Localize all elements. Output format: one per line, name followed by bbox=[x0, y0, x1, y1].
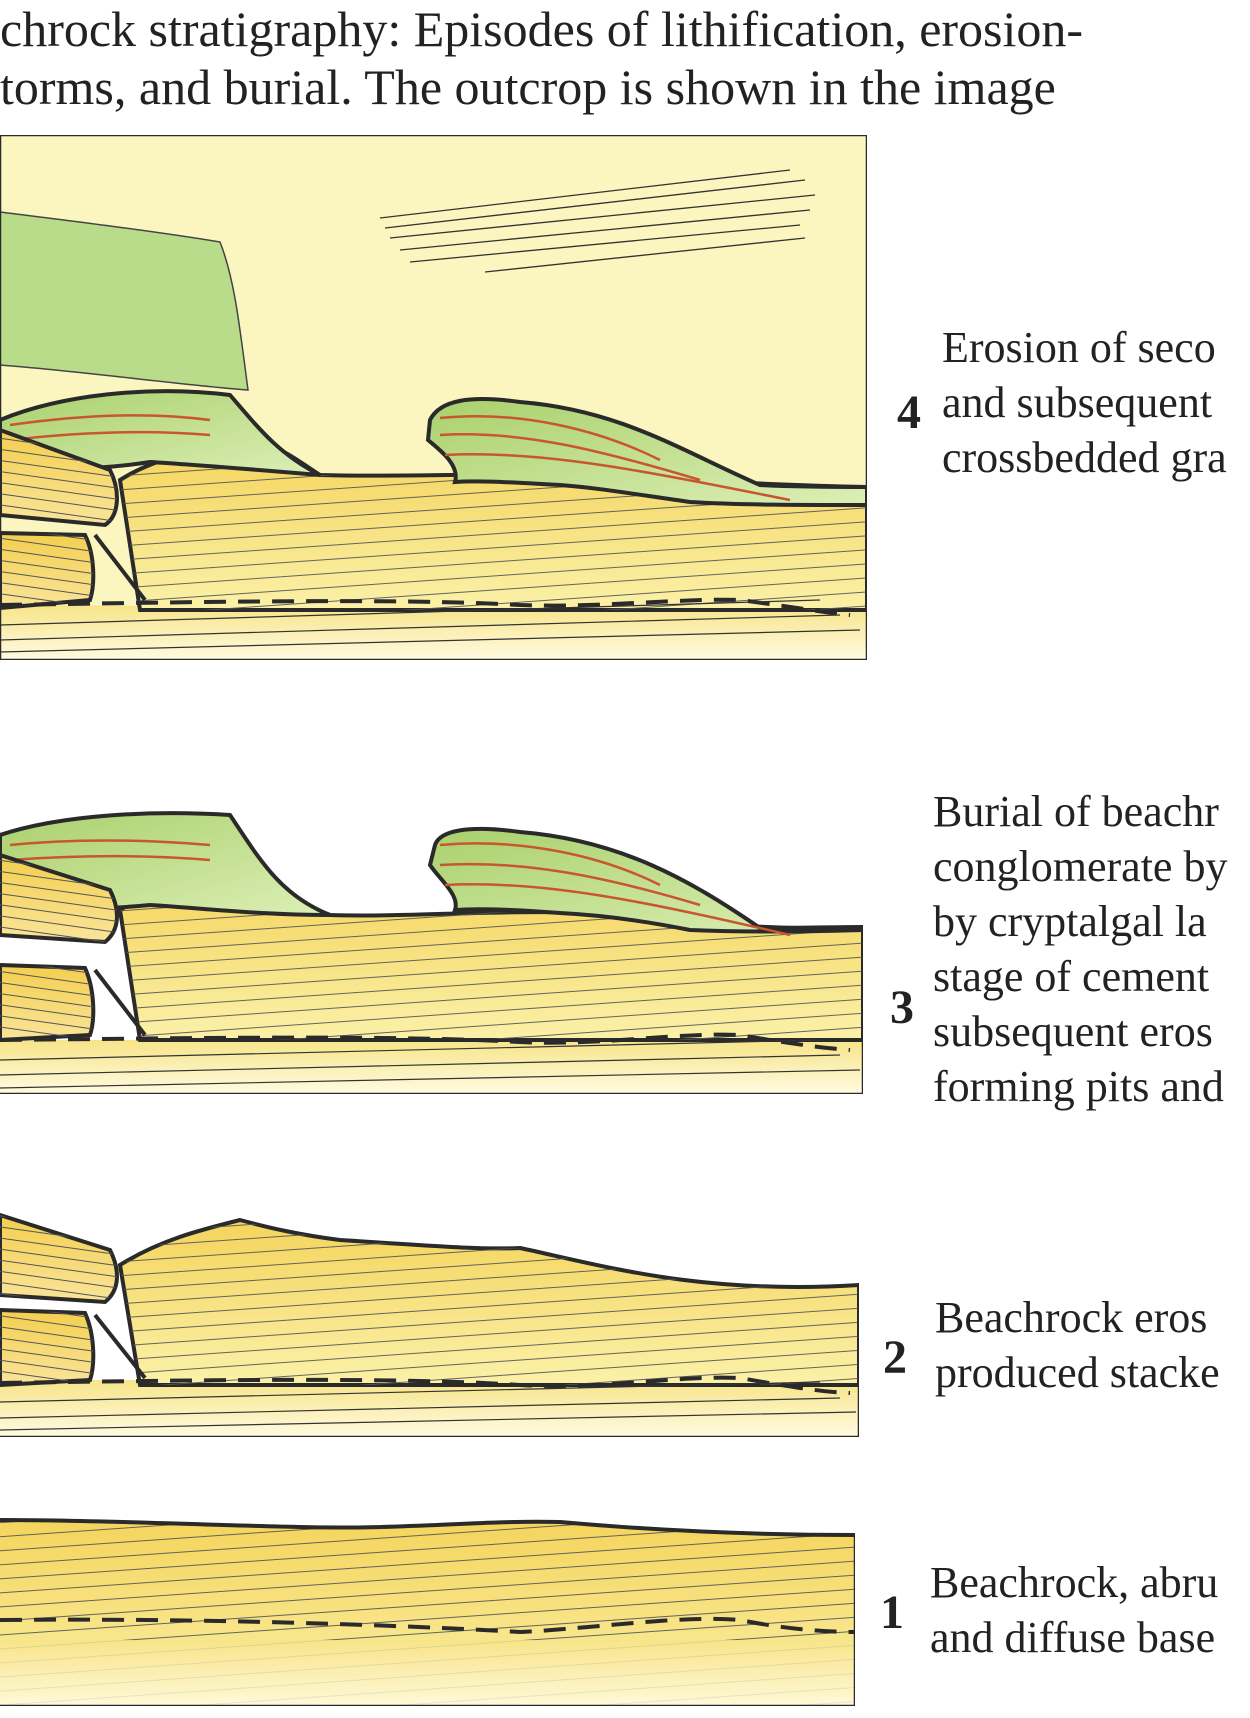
stage-2-diffuse-base bbox=[0, 1375, 851, 1395]
stage-3-diffuse-base bbox=[0, 1032, 851, 1052]
stage-3-caption-line: by cryptalgal la bbox=[933, 897, 1207, 946]
stage-3-caption-line: conglomerate by bbox=[933, 842, 1228, 891]
stage-3-caption-line: forming pits and bbox=[933, 1062, 1224, 1111]
stage-1-caption: Beachrock, abru and diffuse base bbox=[930, 1555, 1250, 1665]
stage-2-number: 2 bbox=[883, 1331, 907, 1384]
stage-4-fracture bbox=[93, 533, 147, 602]
stage-2-caption-line: produced stacke bbox=[935, 1348, 1220, 1397]
stage-2-caption: Beachrock eros produced stacke bbox=[935, 1290, 1250, 1400]
title-line-2: torms, and burial. The outcrop is shown … bbox=[0, 59, 1056, 115]
stage-3-number: 3 bbox=[890, 981, 914, 1034]
stage-3-cryptalgal-laminae bbox=[9, 839, 791, 937]
stage-1-number: 1 bbox=[880, 1586, 904, 1639]
stage-4-caption-line: crossbedded gra bbox=[942, 433, 1227, 482]
stage-4-base-laminae bbox=[0, 599, 861, 653]
stage-4-caption-line: Erosion of seco bbox=[942, 323, 1216, 372]
stage-3-caption-line: stage of cement bbox=[933, 952, 1210, 1001]
stage-1-panel bbox=[0, 1518, 855, 1706]
stage-3-caption: Burial of beachr conglomerate by by cryp… bbox=[933, 784, 1250, 1114]
stage-4-caption: Erosion of seco and subsequent crossbedd… bbox=[942, 320, 1250, 485]
stage-4-diffuse-base bbox=[0, 597, 851, 617]
title-line-1: chrock stratigraphy: Episodes of lithifi… bbox=[0, 1, 1084, 57]
stage-3-panel bbox=[0, 780, 863, 1094]
stage-4-eroded-green-block bbox=[0, 211, 249, 391]
figure-title: chrock stratigraphy: Episodes of lithifi… bbox=[0, 0, 1250, 116]
stage-4-cross-lines bbox=[379, 169, 816, 273]
stage-4-number: 4 bbox=[897, 386, 921, 439]
stage-4-algal-layer-right bbox=[425, 397, 867, 507]
stage-4-panel bbox=[0, 135, 867, 660]
stage-1-caption-line: and diffuse base bbox=[930, 1613, 1216, 1662]
stage-4-base-sand bbox=[0, 605, 867, 660]
stage-3-algal-layer-right bbox=[427, 826, 863, 934]
stage-1-diffuse-base bbox=[0, 1616, 855, 1635]
stage-4-cryptalgal-laminae bbox=[9, 414, 791, 502]
stage-1-caption-line: Beachrock, abru bbox=[930, 1558, 1219, 1607]
stage-3-caption-line: subsequent eros bbox=[933, 1007, 1213, 1056]
stage-3-caption-line: Burial of beachr bbox=[933, 787, 1219, 836]
stage-2-panel bbox=[0, 1212, 859, 1437]
stage-2-caption-line: Beachrock eros bbox=[935, 1293, 1208, 1342]
stage-4-caption-line: and subsequent bbox=[942, 378, 1213, 427]
